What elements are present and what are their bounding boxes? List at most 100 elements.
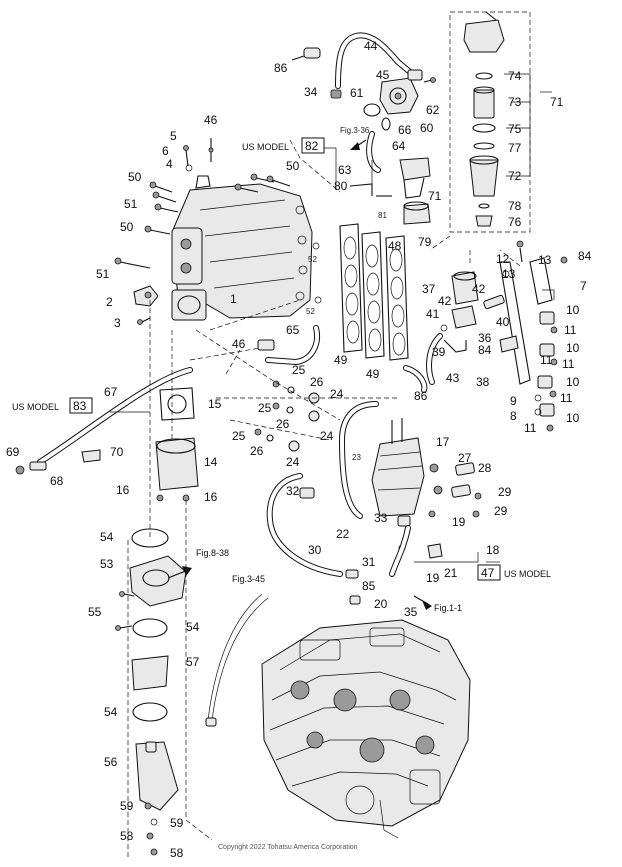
callout-16-b: 16 (204, 490, 218, 504)
callout-25-b: 25 (258, 401, 272, 415)
callout-5: 5 (170, 129, 177, 143)
callout-51-b: 51 (96, 267, 110, 281)
callout-51-a: 51 (124, 197, 138, 211)
callout-26-c: 26 (250, 444, 264, 458)
callout-11-d: 11 (524, 421, 537, 435)
callout-9: 9 (510, 394, 517, 408)
fig-ref-1-1: Fig.1-1 (434, 603, 462, 613)
callout-84-a: 84 (578, 249, 592, 263)
callout-29-a: 29 (498, 485, 512, 499)
low-pressure-pump (426, 271, 505, 385)
callout-66: 66 (398, 123, 412, 137)
callout-71-b: 71 (428, 189, 442, 203)
callout-56: 56 (104, 755, 118, 769)
us-model-note-top: US MODEL (242, 142, 289, 152)
callout-49-b: 49 (366, 367, 380, 381)
fuel-filter-assembly (349, 11, 531, 233)
callout-61: 61 (350, 86, 364, 100)
callout-54-a: 54 (100, 530, 114, 544)
us-model-note-right: US MODEL (504, 569, 551, 579)
callout-46-b: 46 (232, 337, 246, 351)
callout-80: 80 (334, 179, 348, 193)
callout-13-a: 13 (538, 253, 552, 267)
callout-10-a: 10 (566, 303, 580, 317)
callout-1: 1 (230, 292, 237, 306)
callout-26-b: 26 (276, 417, 290, 431)
callout-72: 72 (508, 169, 522, 183)
callout-75: 75 (508, 122, 522, 136)
callout-16-a: 16 (116, 483, 130, 497)
callout-63: 63 (338, 163, 352, 177)
callout-12: 12 (496, 252, 510, 266)
callout-25-a: 25 (292, 363, 306, 377)
callout-62: 62 (426, 103, 440, 117)
callout-50-a: 50 (128, 170, 142, 184)
callout-76: 76 (508, 215, 522, 229)
ref-box-83 (69, 397, 93, 414)
callout-25-c: 25 (232, 429, 246, 443)
callout-69: 69 (6, 445, 20, 459)
callout-3: 3 (114, 316, 121, 330)
callout-14: 14 (204, 455, 218, 469)
us-model-note-left: US MODEL (12, 402, 59, 412)
callout-50-b: 50 (286, 159, 300, 173)
callout-68: 68 (50, 474, 64, 488)
callout-29-b: 29 (494, 504, 508, 518)
ref-82: 82 (305, 139, 319, 153)
callout-46-a: 46 (204, 113, 218, 127)
sensor-part-2 (133, 285, 159, 325)
fuel-rail-injectors (499, 240, 568, 432)
callout-20: 20 (374, 597, 388, 611)
callout-4: 4 (166, 157, 173, 171)
callout-24-c: 24 (286, 455, 300, 469)
fuel-pump-assembly (291, 32, 436, 173)
callout-7: 7 (580, 279, 587, 293)
callout-53: 53 (100, 557, 114, 571)
callout-36: 36 (478, 331, 492, 345)
gaskets (339, 223, 409, 361)
callout-52-b: 52 (306, 307, 315, 316)
callout-31: 31 (362, 555, 376, 569)
ref-box-82 (301, 137, 325, 154)
callout-2: 2 (106, 295, 113, 309)
callout-85: 85 (362, 579, 376, 593)
callout-38: 38 (476, 375, 490, 389)
callout-64: 64 (392, 139, 406, 153)
callout-11-a: 11 (564, 323, 577, 337)
callout-81: 81 (378, 211, 387, 220)
callout-26-a: 26 (310, 375, 324, 389)
fig-ref-3-36: Fig.3-36 (340, 126, 370, 135)
callout-58-b: 58 (170, 846, 184, 860)
callout-42-b: 42 (472, 282, 486, 296)
leader-lines (127, 139, 521, 860)
callout-37: 37 (422, 282, 436, 296)
callout-48: 48 (388, 239, 402, 253)
callout-84-b: 84 (478, 343, 492, 357)
callout-10-d: 10 (566, 411, 580, 425)
callout-45: 45 (376, 68, 390, 82)
callout-6: 6 (162, 144, 169, 158)
hoses (37, 325, 428, 727)
engine-block (261, 619, 471, 839)
fig-ref-8-38: Fig.8-38 (196, 548, 229, 558)
callout-24-a: 24 (330, 387, 344, 401)
callout-21: 21 (444, 566, 458, 580)
callout-39: 39 (432, 345, 446, 359)
callout-77: 77 (508, 141, 522, 155)
vapor-separator (371, 418, 482, 559)
callout-74: 74 (508, 69, 522, 83)
callout-43: 43 (446, 371, 460, 385)
callout-22: 22 (336, 527, 350, 541)
callout-49-a: 49 (334, 353, 348, 367)
callout-18: 18 (486, 543, 500, 557)
callout-10-c: 10 (566, 375, 580, 389)
callout-70: 70 (110, 445, 124, 459)
callout-59-a: 59 (120, 799, 134, 813)
callout-34: 34 (304, 85, 318, 99)
callout-35: 35 (404, 605, 418, 619)
callout-59-b: 59 (170, 816, 184, 830)
callout-23: 23 (352, 453, 361, 462)
callout-86-b: 86 (414, 389, 428, 403)
intake-manifold (171, 183, 313, 321)
